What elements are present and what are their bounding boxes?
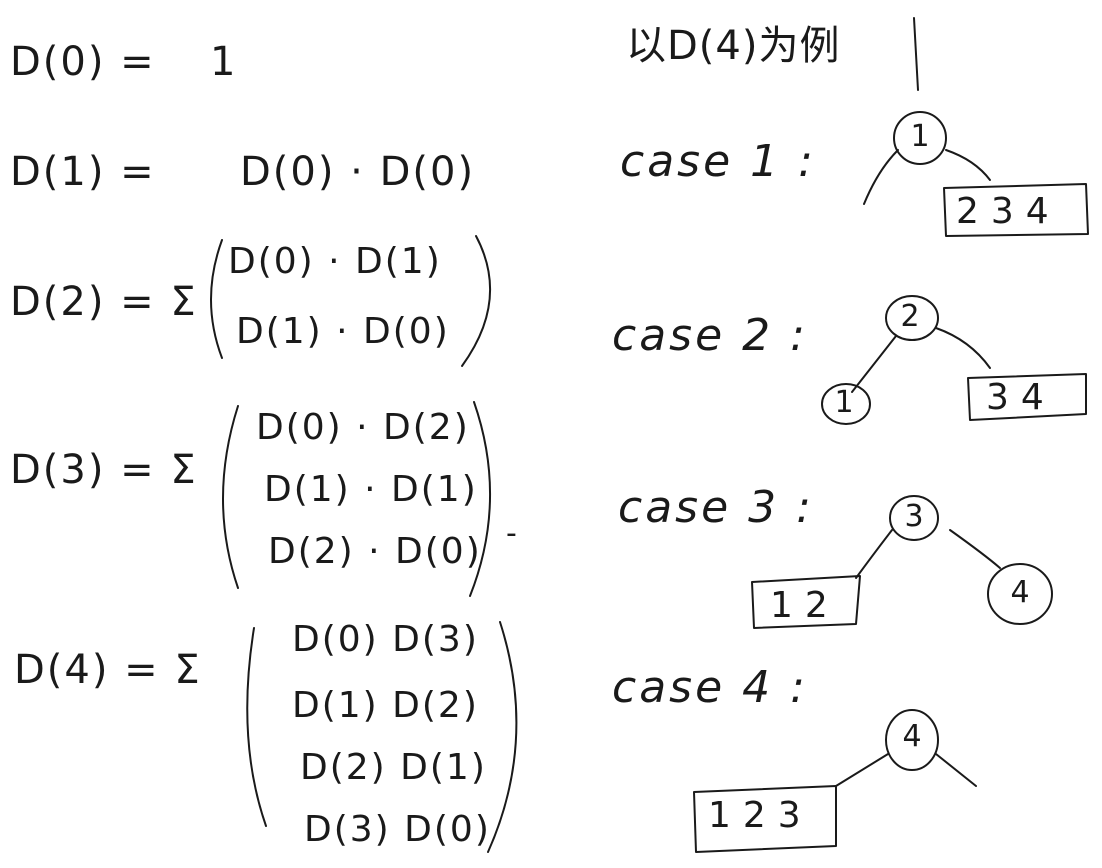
eq-d1-rhs: D(0) · D(0) [240,149,476,195]
case-3-right-edge [949,529,1001,569]
case-2-right-edge [935,327,991,369]
case-2-label: case 2 : [612,310,808,361]
case-3-root-node: 3 [904,499,924,534]
eq-d1-lhs: D(1) = [10,149,156,195]
case-2-root-node: 2 [900,299,920,334]
case-1-left-edge [863,149,899,205]
d4-right-paren [487,621,518,853]
eq-d4-term: D(0) D(3) [292,619,479,660]
case-2-right-subtree-box: 34 [986,377,1056,418]
eq-d3-term: D(0) · D(2) [256,407,470,448]
case-3-right-node: 4 [1010,575,1030,610]
eq-d3-lhs: D(3) = Σ [10,447,198,493]
case-4-right-edge [935,753,977,787]
d2-left-paren [210,239,223,359]
case-4-left-subtree-box: 123 [708,795,813,836]
eq-d0-lhs: D(0) = [10,39,156,85]
case-1-right-subtree-box: 234 [956,191,1061,232]
eq-d3-trailing-mark: - [506,516,517,551]
case-4-left-edge [835,753,889,787]
case-1-label: case 1 : [620,136,816,187]
case-3-label: case 3 : [618,482,814,533]
case-1-root-node: 1 [910,119,930,154]
case-4-root-node: 4 [902,719,922,754]
case-4-label: case 4 : [612,662,808,713]
eq-d4-term: D(1) D(2) [292,685,479,726]
eq-d3-term: D(1) · D(1) [264,469,478,510]
eq-d2-lhs: D(2) = Σ [10,279,198,325]
eq-d2-term: D(1) · D(0) [236,311,450,352]
heading-stroke [913,17,919,91]
eq-d3-term: D(2) · D(0) [268,531,482,572]
eq-d4-lhs: D(4) = Σ [14,647,202,693]
eq-d2-term: D(0) · D(1) [228,241,442,282]
case-3-left-subtree-box: 12 [770,585,840,626]
case-1-right-edge [945,149,991,181]
eq-d4-term: D(3) D(0) [304,809,491,850]
eq-d4-term: D(2) D(1) [300,747,487,788]
d4-left-paren [246,627,267,827]
example-heading: 以D(4)为例 [626,23,841,69]
d3-left-paren [222,405,239,589]
eq-d0-rhs: 1 [210,39,238,85]
case-2-left-edge [851,335,897,393]
case-3-left-edge [855,529,893,579]
case-2-left-node: 1 [834,385,854,420]
d2-right-paren [461,235,492,367]
